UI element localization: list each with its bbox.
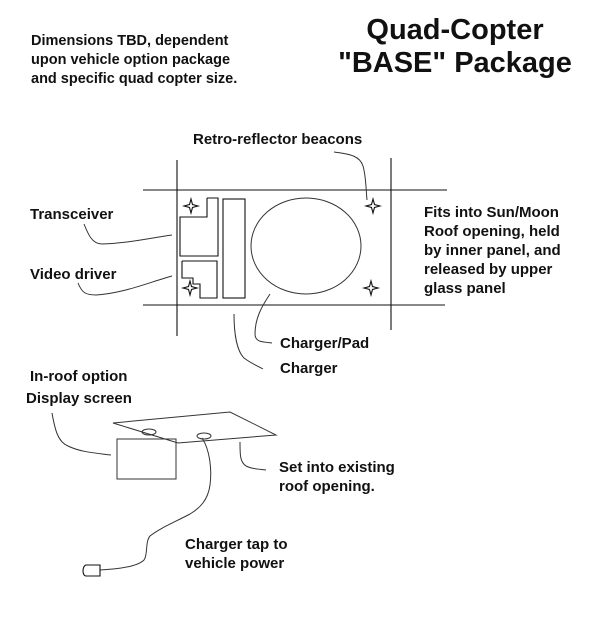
fits-line-2: Roof opening, held — [424, 223, 560, 240]
title-line-1: Quad-Copter — [366, 14, 544, 46]
in-roof-line-1: In-roof option — [30, 368, 128, 385]
label-transceiver: Transceiver — [30, 206, 114, 223]
label-set-into: Set into existing roof opening. — [279, 458, 395, 496]
mount-clip-left — [141, 428, 157, 436]
note-line-3: and specific quad copter size. — [31, 71, 238, 87]
beacon-icon-top-right — [363, 196, 383, 216]
video-driver-block — [181, 260, 218, 299]
beacon-icon-bottom-right — [361, 278, 381, 298]
set-into-line-1: Set into existing — [279, 459, 395, 476]
fits-line-4: released by upper — [424, 261, 553, 278]
leader-retro-reflector — [333, 151, 368, 201]
label-charger-tap: Charger tap to vehicle power — [185, 535, 288, 573]
charger-tap-line-1: Charger tap to — [185, 536, 288, 553]
note-line-2: upon vehicle option package — [31, 52, 231, 68]
label-retro-reflector: Retro-reflector beacons — [193, 131, 363, 148]
fits-line-1: Fits into Sun/Moon — [424, 204, 559, 221]
fits-line-5: glass panel — [424, 280, 506, 297]
label-video-driver: Video driver — [30, 266, 117, 283]
power-plug-icon — [82, 564, 101, 577]
leader-in-roof — [51, 412, 112, 456]
dimensions-note: Dimensions TBD, dependent upon vehicle op… — [31, 32, 237, 89]
roof-panel — [112, 411, 278, 444]
in-roof-line-2: Display screen — [26, 390, 132, 407]
charger-block — [222, 198, 246, 299]
set-into-line-2: roof opening. — [279, 478, 375, 495]
page-title: Quad-Copter"BASE" Package — [320, 14, 590, 80]
transceiver-block — [179, 197, 219, 257]
fits-line-3: by inner panel, and — [424, 242, 561, 259]
note-line-1: Dimensions TBD, dependent — [31, 33, 229, 49]
leader-charger-pad — [254, 293, 273, 344]
leader-set-into — [239, 441, 267, 471]
beacon-icon-bottom-left — [180, 278, 200, 298]
charger-cable — [99, 437, 212, 571]
title-line-2: "BASE" Package — [338, 47, 572, 79]
label-charger-pad: Charger/Pad — [280, 335, 370, 352]
leader-charger — [233, 313, 264, 370]
mount-clip-right — [196, 432, 212, 440]
charger-pad-circle — [250, 197, 362, 295]
leader-video-driver — [77, 275, 173, 296]
display-screen — [116, 438, 177, 480]
leader-transceiver — [83, 223, 173, 245]
charger-tap-line-2: vehicle power — [185, 555, 285, 572]
beacon-icon-top-left — [181, 196, 201, 216]
label-charger: Charger — [280, 360, 338, 377]
